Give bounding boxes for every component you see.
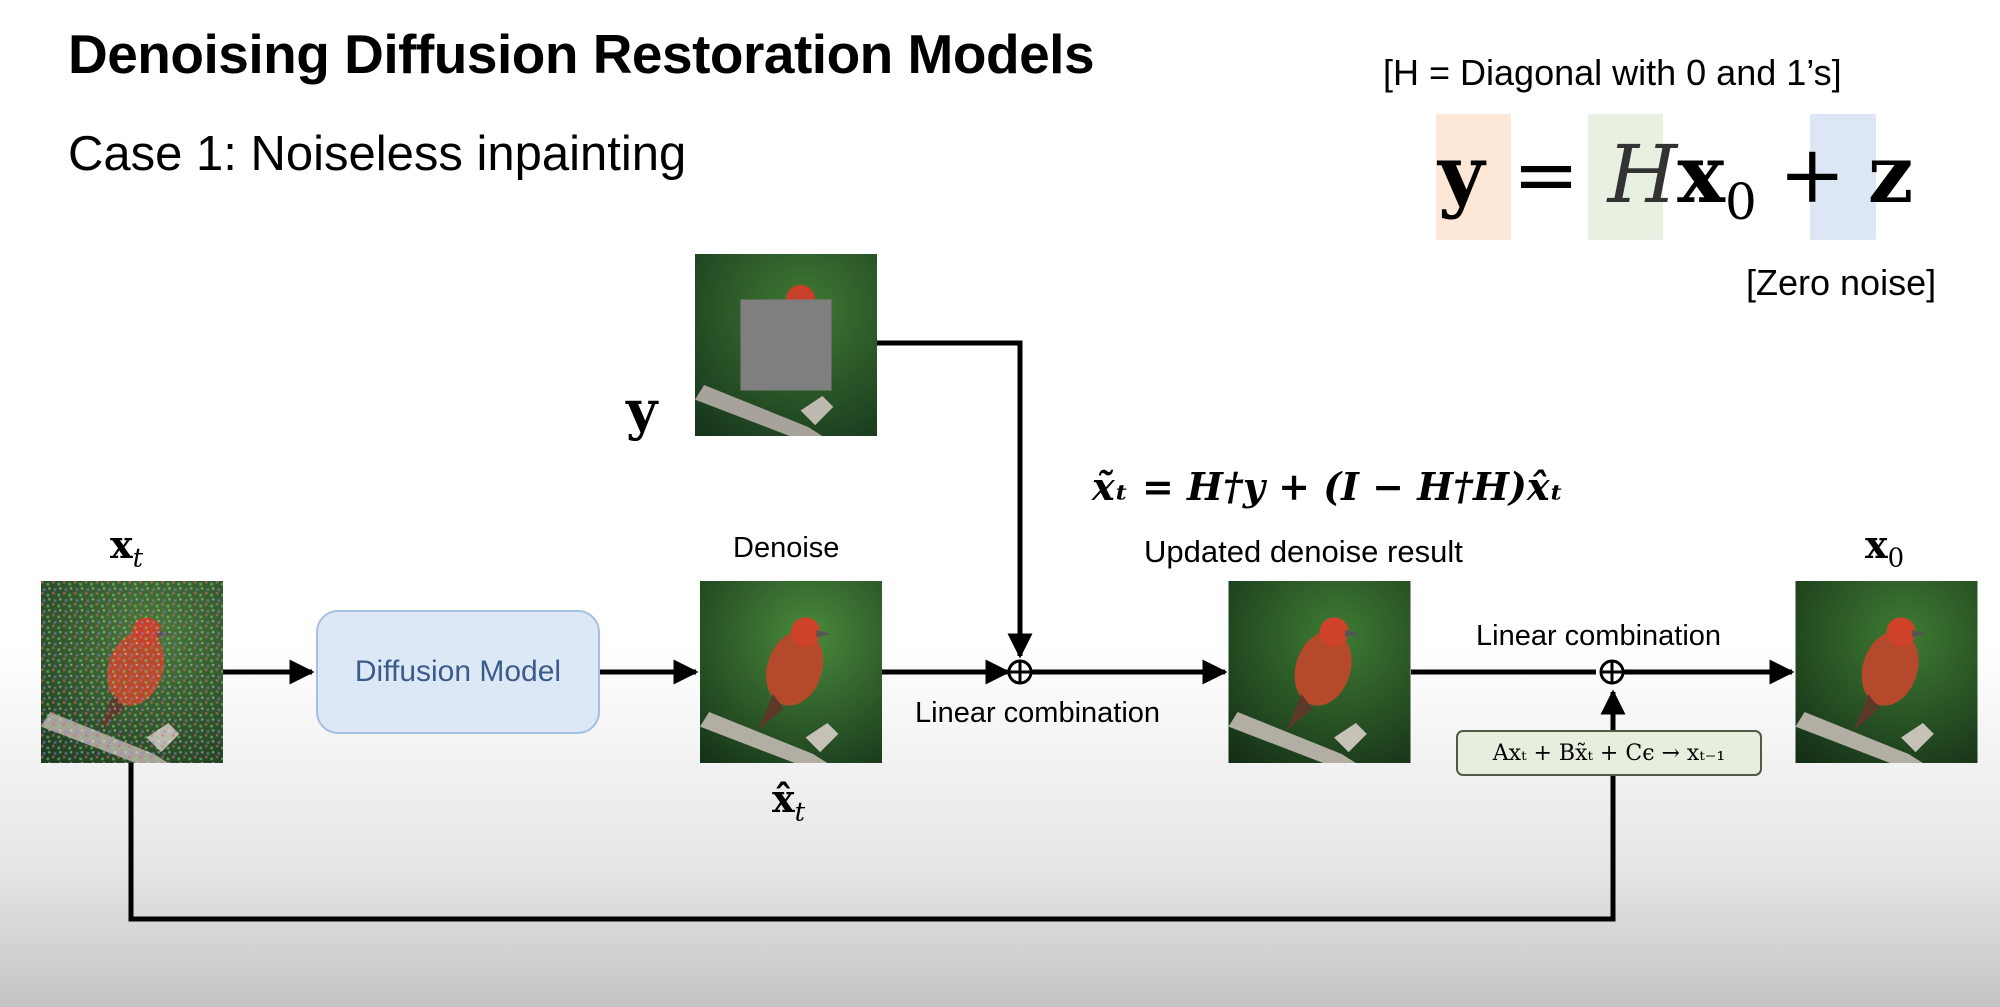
label-linear-combination-2: Linear combination [1476,620,1722,652]
eq-z: z [1867,127,1914,221]
diffusion-model-box: Diffusion Model [316,610,600,734]
label-xt: xt [110,522,143,574]
label-linear-combination-1: Linear combination [915,697,1161,729]
label-xhat-t: x̂t [772,776,805,828]
label-xhat-sub: t [794,797,806,828]
label-xhat-base: x̂ [772,776,795,821]
label-y: y [626,378,658,442]
y-highlight [1436,114,1511,240]
label-xt-sub: t [132,543,144,574]
label-x0-base: x [1865,522,1888,567]
denoised-bird-image [700,581,882,763]
update-step-box: Axₜ + Bx̃ₜ + Cϵ → xₜ₋₁ [1456,730,1762,776]
label-x0-sub: 0 [1887,543,1905,574]
eq-equals: = [1512,128,1580,221]
slide-subtitle: Case 1: Noiseless inpainting [68,127,687,181]
h-matrix-note: [H = Diagonal with 0 and 1’s] [1383,52,1842,93]
label-updated-denoise-result: Updated denoise result [1144,534,1463,569]
eq-plus: + [1778,128,1846,221]
eq-y: y [1438,127,1485,221]
final-bird-image [1795,581,1978,763]
z-highlight [1810,114,1876,240]
zero-noise-note: [Zero noise] [1746,262,1937,303]
eq-x-sub: 0 [1724,173,1757,231]
slide-title: Denoising Diffusion Restoration Models [68,23,1095,85]
h-highlight [1588,114,1663,240]
noisy-bird-image [41,581,223,763]
update-formula: x̃ₜ = H†y + (I − H†H)x̂ₜ [1092,464,1564,509]
eq-H: H [1607,128,1678,221]
diffusion-model-label: Diffusion Model [354,655,562,688]
sum-junction-icon [1599,659,1625,685]
eq-x: x [1677,127,1725,221]
masked-bird-image [695,254,877,436]
update-step-formula: Axₜ + Bx̃ₜ + Cϵ → xₜ₋₁ [1492,740,1726,766]
label-x0: x0 [1865,522,1904,574]
observation-equation: y = Hx0 +z [1438,124,1913,252]
label-xt-base: x [110,522,133,567]
label-denoise: Denoise [733,532,840,564]
sum-junction-icon [1007,659,1033,685]
updated-bird-image [1228,581,1411,763]
